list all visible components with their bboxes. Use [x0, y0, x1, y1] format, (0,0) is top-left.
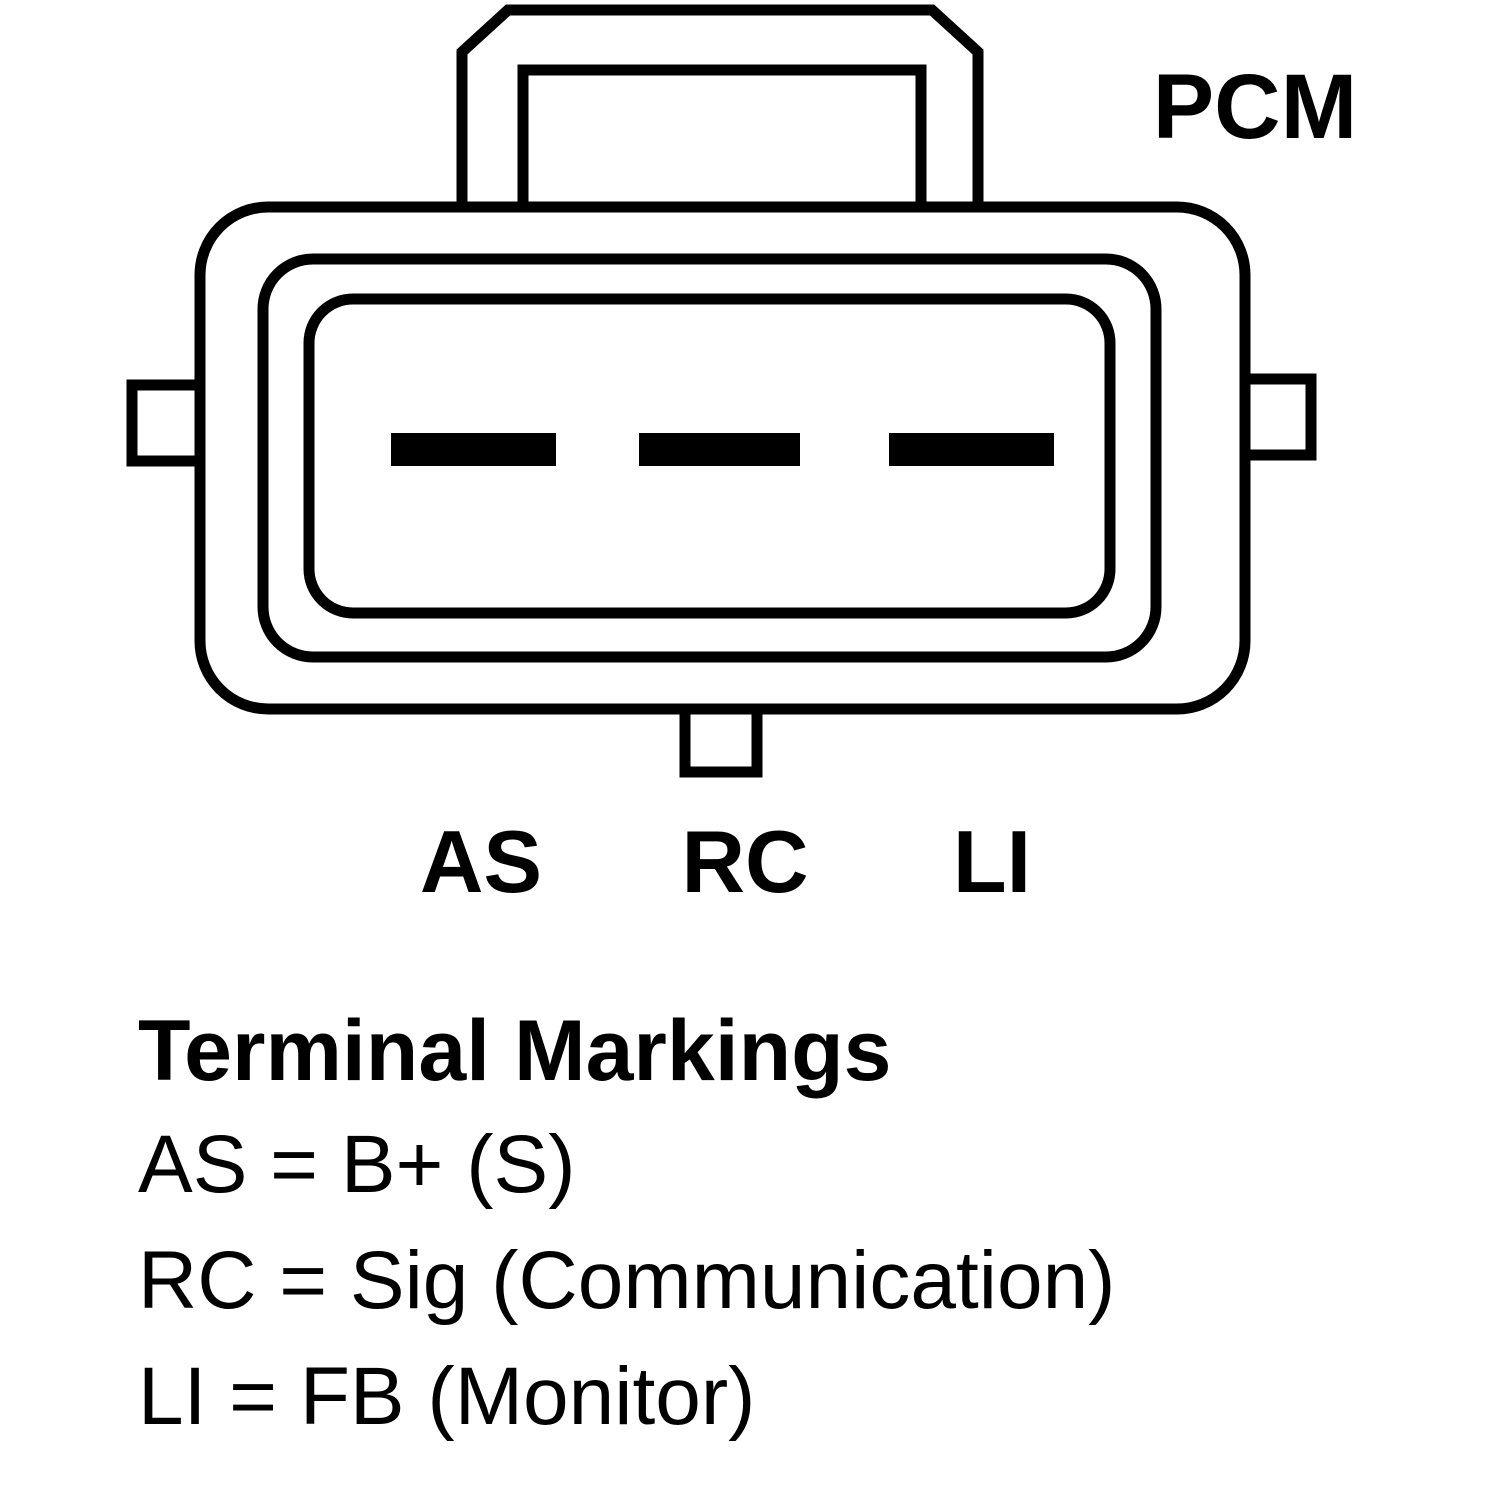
- terminal-pin-as: [391, 433, 556, 466]
- terminal-label-li: LI: [953, 812, 1031, 911]
- legend-entry-li: LI = FB (Monitor): [138, 1351, 756, 1442]
- terminal-pin-rc: [639, 433, 800, 466]
- terminal-pin-li: [889, 433, 1054, 466]
- legend-title: Terminal Markings: [138, 1003, 892, 1099]
- legend-entry-as: AS = B+ (S): [138, 1119, 576, 1210]
- connector-diagram: PCM AS RC LI: [126, 4, 1357, 911]
- top-latch-inner: [517, 64, 927, 221]
- terminal-label-as: AS: [420, 812, 542, 911]
- legend-entry-rc: RC = Sig (Communication): [138, 1235, 1116, 1326]
- legend: Terminal Markings AS = B+ (S) RC = Sig (…: [138, 1008, 1115, 1472]
- terminal-label-rc: RC: [681, 812, 808, 911]
- pcm-label: PCM: [1153, 56, 1357, 158]
